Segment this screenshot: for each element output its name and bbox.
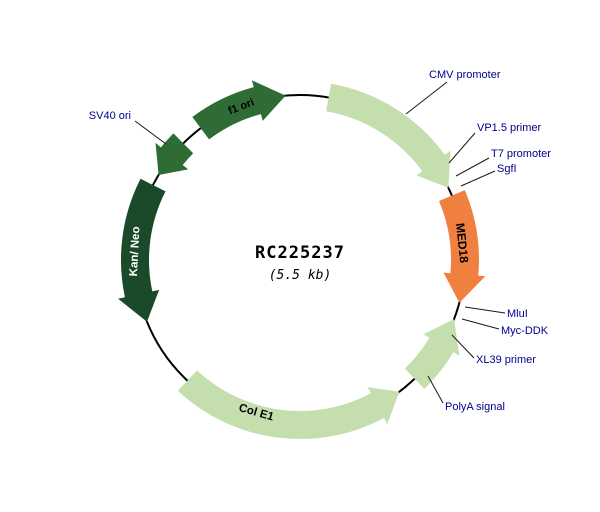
kan-neo-label: Kan/ Neo bbox=[128, 226, 143, 276]
mlui-pointer-line bbox=[464, 306, 506, 314]
polya-signal-pointer-line bbox=[427, 375, 444, 404]
polya-signal-feature-arrow bbox=[404, 319, 460, 389]
plasmid-name: RC225237 bbox=[255, 243, 345, 263]
col-e1-feature-arrow bbox=[177, 370, 400, 439]
t7-promoter-pointer-line bbox=[455, 157, 490, 177]
polya-signal-label: PolyA signal bbox=[445, 401, 505, 413]
cmv-promoter-pointer-line bbox=[405, 81, 448, 115]
mlui-label: MluI bbox=[507, 308, 528, 320]
sgfi-label: SgfI bbox=[497, 163, 517, 175]
t7-promoter-label: T7 promoter bbox=[491, 148, 551, 160]
med18-label: MED18 bbox=[453, 222, 471, 264]
sgfi-pointer-line bbox=[460, 170, 496, 187]
sv40-ori-pointer-line bbox=[134, 120, 167, 145]
cmv-promoter-label: CMV promoter bbox=[429, 69, 501, 81]
med18-feature-arrow bbox=[439, 190, 486, 303]
xl39-primer-pointer-line bbox=[451, 334, 475, 359]
kan-neo-feature-arrow bbox=[118, 178, 166, 322]
f1-ori-feature-arrow bbox=[192, 80, 286, 140]
vp15-primer-pointer-line bbox=[448, 132, 476, 164]
cmv-promoter-feature-arrow bbox=[326, 83, 451, 188]
features-layer bbox=[118, 80, 486, 439]
sv40-ori-label: SV40 ori bbox=[89, 110, 131, 122]
vp15-primer-label: VP1.5 primer bbox=[477, 122, 542, 134]
xl39-primer-label: XL39 primer bbox=[476, 354, 536, 366]
myc-ddk-label: Myc-DDK bbox=[501, 325, 549, 337]
myc-ddk-pointer-line bbox=[461, 318, 500, 330]
plasmid-size: (5.5 kb) bbox=[269, 268, 332, 283]
